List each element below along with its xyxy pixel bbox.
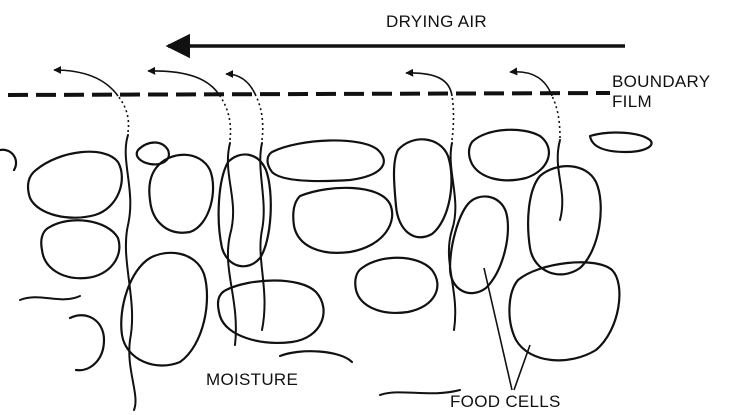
moisture-escape-arrows (54, 70, 560, 140)
food-cell (121, 253, 207, 366)
food-cell (590, 133, 652, 152)
boundary-label-line1: BOUNDARY (612, 72, 710, 92)
moisture-label: MOISTURE (206, 370, 298, 390)
food-cell (450, 196, 508, 293)
food-cell (268, 140, 384, 181)
food-cell (149, 155, 213, 233)
food-cell (28, 152, 122, 218)
food-cell (509, 262, 619, 360)
boundary-film-label: BOUNDARY FILM (612, 72, 710, 112)
food-cells-label: FOOD CELLS (450, 392, 561, 412)
food-cell (0, 150, 16, 170)
drying-air-label: DRYING AIR (386, 12, 487, 32)
food-cell (469, 130, 549, 181)
moisture-channels (20, 135, 562, 410)
food-cell (280, 351, 352, 362)
food-cells-pointers (484, 268, 530, 390)
food-cell (394, 139, 451, 237)
food-cell (528, 166, 601, 274)
food-cell (355, 258, 437, 313)
food-cell (218, 281, 324, 343)
food-cell (70, 315, 104, 370)
boundary-label-line2: FILM (612, 92, 710, 112)
food-cell (41, 220, 119, 278)
food-cells (0, 130, 652, 370)
food-cell (293, 188, 392, 253)
boundary-film-line (8, 93, 610, 95)
